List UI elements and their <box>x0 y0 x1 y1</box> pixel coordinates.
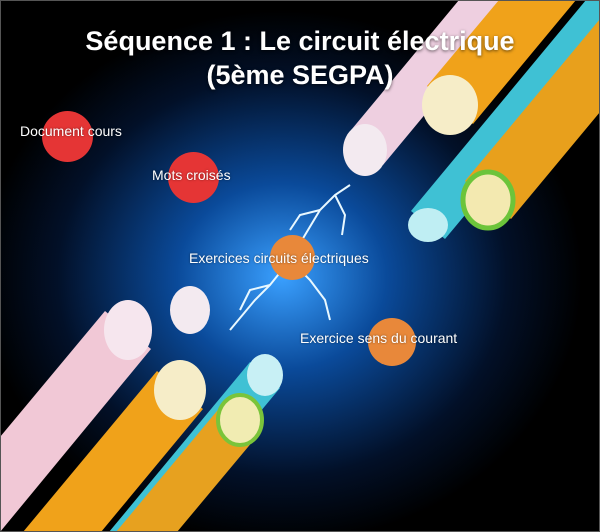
cables-top-right <box>343 0 600 242</box>
hotspot-exercice-sens-courant[interactable] <box>368 318 416 366</box>
hotspot-label-exercice-sens-courant[interactable]: Exercice sens du courant <box>300 330 458 346</box>
hotspot-document-cours[interactable] <box>42 111 93 162</box>
page-title: Séquence 1 : Le circuit électrique (5ème… <box>0 24 600 92</box>
hotspot-label-exercices-circuits[interactable]: Exercices circuits électriques <box>189 250 369 266</box>
title-line-2: (5ème SEGPA) <box>206 60 394 90</box>
hotspot-label-document-cours[interactable]: Document cours <box>20 123 122 139</box>
hotspot-exercices-circuits[interactable] <box>270 235 315 280</box>
hotspot-mots-croises[interactable] <box>168 152 219 203</box>
hotspot-label-mots-croises[interactable]: Mots croisés <box>152 167 231 183</box>
cables-bottom-left <box>0 286 283 532</box>
title-line-1: Séquence 1 : Le circuit électrique <box>85 26 515 56</box>
